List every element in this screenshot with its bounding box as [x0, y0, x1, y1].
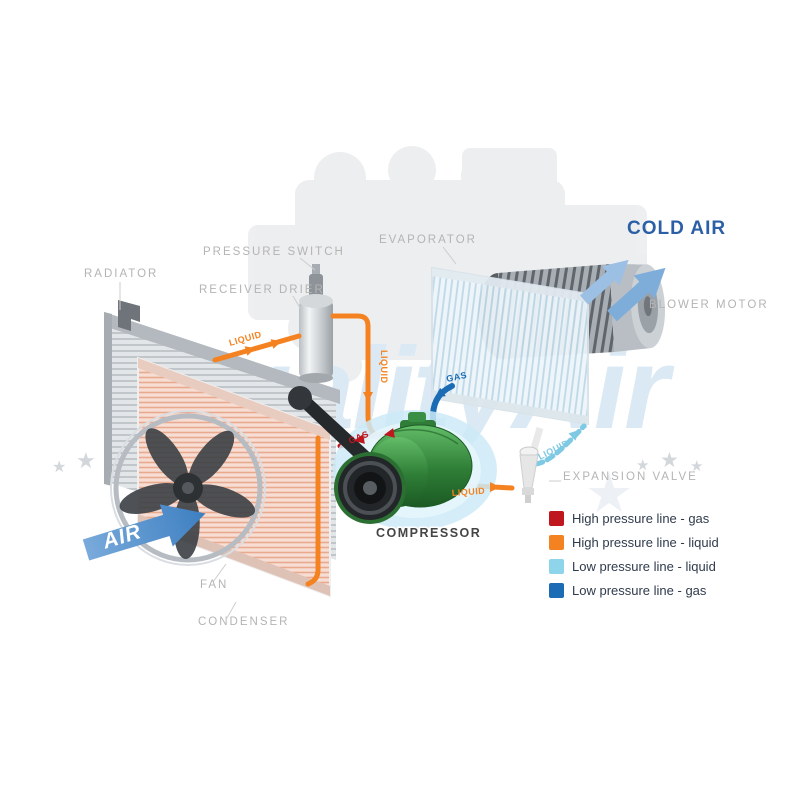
legend: High pressure line - gas High pressure l… — [549, 511, 719, 598]
cold-air-arrow-icon — [607, 267, 666, 322]
star-icon: ★ — [52, 459, 66, 476]
receiver-drier-illustration — [299, 264, 333, 383]
expansion-valve-label: EXPANSION VALVE — [563, 471, 698, 483]
flow-arrow — [568, 430, 580, 441]
radiator-bracket — [118, 300, 140, 331]
legend-swatch — [549, 583, 564, 598]
radiator-label: RADIATOR — [84, 268, 158, 280]
watermark-stars: ★ ★ ★ ★ ★ ★ ★ — [52, 448, 703, 524]
pressure-switch-part — [309, 274, 323, 298]
pressure-switch-part — [312, 264, 320, 276]
cold-air-arrow-icon — [579, 259, 629, 305]
pipe-label-liquid: LIQUID — [451, 486, 485, 498]
air-label: AIR — [99, 520, 144, 554]
flow-arrow — [244, 346, 256, 356]
high-pressure-liquid-pipe — [212, 333, 302, 363]
pressure-switch-label: PRESSURE SWITCH — [203, 246, 345, 258]
star-icon: ★ — [636, 457, 649, 474]
legend-swatch — [549, 511, 564, 526]
flow-arrow — [270, 339, 282, 349]
evaporator-label: EVAPORATOR — [379, 234, 477, 246]
label-leader-lines — [119, 246, 561, 619]
legend-label: High pressure line - liquid — [572, 535, 719, 550]
flow-arrow — [354, 434, 365, 444]
legend-label: Low pressure line - liquid — [572, 559, 716, 574]
flow-arrow — [489, 482, 500, 492]
compressor-belt — [294, 392, 380, 474]
evaporator-illustration — [431, 266, 589, 426]
flow-arrow — [434, 387, 446, 398]
compressor-label: COMPRESSOR — [376, 526, 481, 540]
air-arrow: AIR — [82, 504, 206, 561]
star-icon: ★ — [76, 448, 96, 473]
expansion-valve-illustration — [519, 427, 544, 503]
compressor-illustration — [288, 386, 497, 530]
idler-pulley — [288, 386, 312, 410]
legend-label: High pressure line - gas — [572, 511, 710, 526]
condenser-label: CONDENSER — [198, 616, 289, 628]
cold-air-arrows — [579, 259, 666, 322]
legend-label: Low pressure line - gas — [572, 583, 707, 598]
legend-item: Low pressure line - gas — [549, 583, 707, 598]
pipe-label-gas: GAS — [445, 370, 468, 384]
air-arrow-icon — [82, 504, 206, 561]
high-pressure-liquid-pipe — [305, 435, 321, 587]
fan-label: FAN — [200, 579, 228, 591]
legend-item: High pressure line - liquid — [549, 535, 719, 550]
flow-arrow — [384, 428, 395, 438]
legend-swatch — [549, 559, 564, 574]
star-icon: ★ — [690, 458, 703, 475]
blower-motor-label: BLOWER MOTOR — [649, 299, 769, 311]
legend-swatch — [549, 535, 564, 550]
legend-item: Low pressure line - liquid — [549, 559, 716, 574]
component-labels: RADIATOR PRESSURE SWITCH RECEIVER DRIER … — [84, 234, 769, 628]
pipe-label-liquid: LIQUID — [379, 350, 389, 384]
cold-air-label: COLD AIR — [627, 218, 726, 239]
pipe-flow-arrows — [244, 339, 580, 492]
legend-item: High pressure line - gas — [549, 511, 710, 526]
flow-arrow — [363, 392, 373, 402]
star-icon: ★ — [585, 464, 633, 524]
star-icon: ★ — [660, 449, 679, 472]
receiver-drier-label: RECEIVER DRIER — [199, 284, 325, 296]
